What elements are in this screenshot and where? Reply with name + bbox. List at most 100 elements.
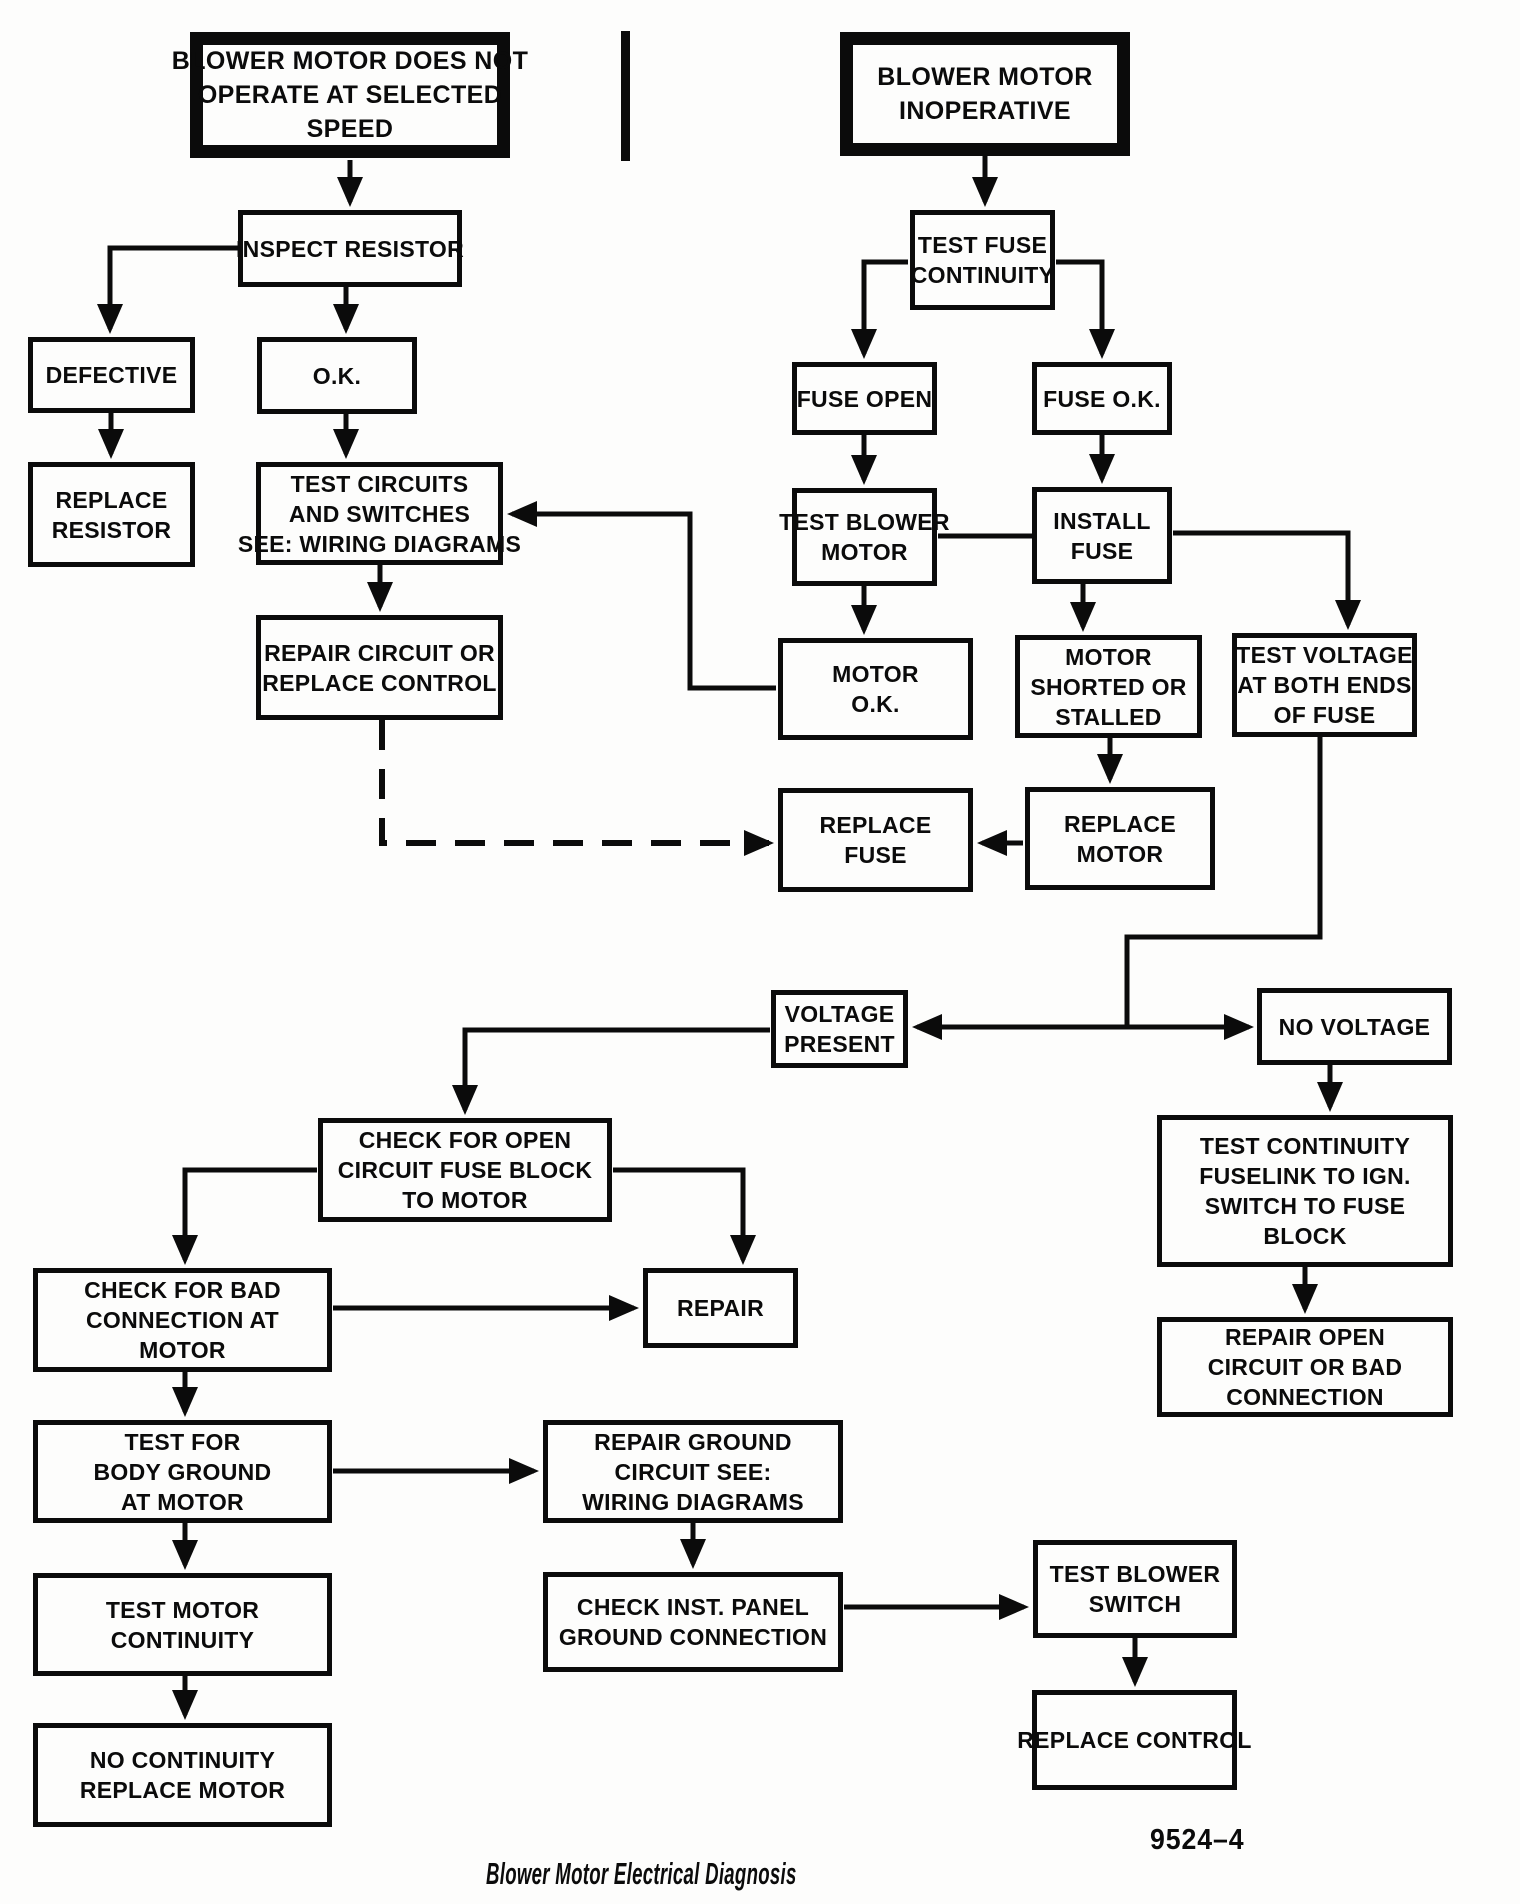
flow-node-label: SPEED	[306, 115, 394, 143]
flow-node-label: O.K.	[851, 691, 900, 717]
flow-node-inspect-resistor: INSPECT RESISTOR	[236, 210, 464, 287]
flow-node-label: REPAIR OPEN	[1224, 1324, 1386, 1350]
flow-edge-test-fuse-to-fuse-ok	[1056, 259, 1115, 359]
flow-node-label: SWITCH	[1088, 1591, 1182, 1617]
flow-node-label: TEST CONTINUITY	[1199, 1133, 1411, 1159]
flow-node-label: FUSE OPEN	[796, 385, 933, 412]
flow-node-motor-shorted: MOTOR SHORTED OR STALLED	[1015, 635, 1202, 738]
flow-node-label: BLOWER MOTOR	[877, 63, 1093, 91]
flow-node-label: REPLACE	[819, 812, 932, 838]
flow-node-label: FUSE O.K.	[1043, 385, 1161, 412]
flow-node-label: PRESENT	[784, 1031, 895, 1057]
flow-node-fuse-open: FUSE OPEN	[792, 362, 937, 435]
flow-node-label: BLOCK	[1263, 1223, 1347, 1249]
flow-node-label: MOTOR	[821, 539, 908, 565]
flow-node-label: FUSE	[1070, 537, 1134, 564]
flow-node-label: REPLACE	[55, 486, 168, 513]
flow-node-label: BLOWER MOTOR DOES NOT	[171, 47, 529, 75]
flow-node-blower-motor-wrong-speed: BLOWER MOTOR DOES NOT OPERATE AT SELECTED…	[172, 32, 528, 158]
flow-node-fuse-ok: FUSE O.K.	[1032, 362, 1172, 435]
flow-node-check-bad-connection: CHECK FOR BAD CONNECTION AT MOTOR	[33, 1268, 332, 1372]
flow-node-test-voltage: TEST VOLTAGE AT BOTH ENDS OF FUSE	[1232, 633, 1417, 737]
flow-node-replace-fuse: REPLACE FUSE	[778, 788, 973, 892]
flow-node-test-continuity-fuselink: TEST CONTINUITY FUSELINK TO IGN. SWITCH TO…	[1157, 1115, 1453, 1267]
flow-node-label: WIRING DIAGRAMS	[582, 1488, 804, 1515]
flow-node-label: OF FUSE	[1273, 702, 1376, 728]
flow-edge-install-fuse-to-test-voltage	[1173, 530, 1361, 630]
flow-edge-inspect-to-defective	[97, 245, 241, 334]
flow-node-test-fuse-continuity: TEST FUSE CONTINUITY	[910, 210, 1055, 310]
flow-node-no-continuity: NO CONTINUITY REPLACE MOTOR	[33, 1723, 332, 1827]
figure-number: 9524–4	[1150, 1824, 1245, 1856]
flow-node-label: FUSE	[844, 842, 907, 868]
flow-node-label: AND SWITCHES	[288, 500, 471, 527]
flow-node-install-fuse: INSTALL FUSE	[1032, 487, 1172, 584]
flow-node-label: TEST MOTOR	[105, 1596, 260, 1623]
flow-node-test-motor-continuity: TEST MOTOR CONTINUITY	[33, 1573, 332, 1676]
flow-node-label: TEST CIRCUITS	[290, 470, 469, 497]
flow-node-label: AT BOTH ENDS	[1237, 672, 1412, 698]
flow-node-label: SHORTED OR	[1030, 673, 1187, 700]
flow-node-label: REPAIR CIRCUIT OR	[264, 639, 495, 666]
flow-node-label: MOTOR	[1065, 643, 1152, 670]
flow-node-label: NO VOLTAGE	[1278, 1013, 1431, 1040]
flow-node-label: OPERATE AT SELECTED	[197, 81, 503, 109]
flow-node-label: REPLACE CONTROL	[1017, 1727, 1252, 1753]
flow-node-label: NO CONTINUITY	[89, 1747, 276, 1773]
flow-node-label: BODY GROUND	[93, 1458, 272, 1485]
figure-caption: Blower Motor Electrical Diagnosis	[486, 1856, 797, 1891]
flow-node-label: CONNECTION	[1226, 1384, 1384, 1410]
flow-node-label: MOTOR	[832, 661, 919, 687]
flow-node-label: AT MOTOR	[121, 1488, 244, 1515]
flow-node-label: CIRCUIT SEE:	[614, 1458, 772, 1485]
flow-node-label: TEST FOR	[124, 1428, 241, 1455]
flow-node-blower-motor-inoperative: BLOWER MOTOR INOPERATIVE	[840, 32, 1130, 156]
flow-node-label: CHECK FOR OPEN	[358, 1127, 572, 1153]
flow-node-label: VOLTAGE	[784, 1001, 895, 1027]
flow-node-label: GROUND CONNECTION	[558, 1624, 828, 1650]
flow-node-label: SEE: WIRING DIAGRAMS	[237, 530, 522, 557]
flow-node-label: FUSELINK TO IGN.	[1199, 1163, 1411, 1189]
flow-node-label: INSTALL	[1053, 507, 1151, 534]
flow-node-label: REPLACE	[1063, 810, 1176, 837]
flow-node-label: CONNECTION AT	[86, 1307, 279, 1333]
flow-node-repair-circuit: REPAIR CIRCUIT OR REPLACE CONTROL	[256, 615, 503, 720]
flow-node-test-body-ground: TEST FOR BODY GROUND AT MOTOR	[33, 1420, 332, 1523]
flow-node-label: INOPERATIVE	[898, 97, 1071, 125]
flow-node-label: SWITCH TO FUSE	[1204, 1193, 1406, 1219]
flow-node-label: REPLACE MOTOR	[79, 1777, 286, 1803]
flow-node-label: TEST BLOWER	[1049, 1561, 1221, 1587]
scan-artifact	[621, 31, 630, 161]
flow-node-label: TEST VOLTAGE	[1236, 642, 1413, 668]
flow-node-no-voltage: NO VOLTAGE	[1257, 988, 1452, 1065]
flow-node-ok: O.K.	[257, 337, 417, 414]
flow-node-replace-resistor: REPLACE RESISTOR	[28, 462, 195, 567]
flow-node-label: STALLED	[1055, 703, 1162, 730]
flow-edge-motor-ok-to-test-circuits	[507, 501, 776, 691]
flow-node-label: CONTINUITY	[910, 262, 1055, 288]
flow-node-label: REPAIR GROUND	[594, 1428, 792, 1455]
flow-node-label: RESISTOR	[51, 516, 172, 543]
flow-node-label: DEFECTIVE	[45, 362, 178, 388]
flow-node-test-blower-switch: TEST BLOWER SWITCH	[1033, 1540, 1237, 1638]
flow-node-test-circuits: TEST CIRCUITS AND SWITCHES SEE: WIRING DIA…	[238, 462, 521, 565]
flow-node-motor-ok: MOTOR O.K.	[778, 638, 973, 740]
flow-node-repair-ground: REPAIR GROUND CIRCUIT SEE: WIRING DIAGRAMS	[543, 1420, 843, 1523]
flow-node-label: MOTOR	[139, 1337, 226, 1363]
flow-node-replace-control: REPLACE CONTROL	[1017, 1690, 1251, 1790]
flow-node-defective: DEFECTIVE	[28, 337, 195, 413]
flow-edge-test-voltage-to-voltage-present	[912, 737, 1323, 1040]
flow-node-label: CIRCUIT OR BAD	[1207, 1354, 1403, 1380]
flow-node-label: O.K.	[312, 362, 362, 389]
flow-node-label: REPLACE CONTROL	[262, 669, 497, 696]
flow-node-label: REPAIR	[677, 1295, 764, 1321]
flow-edge-repair-circuit-to-replace-fuse	[379, 720, 774, 856]
flow-node-label: TEST FUSE	[917, 232, 1048, 258]
flow-node-label: CONTINUITY	[110, 1626, 255, 1653]
flow-edge-test-fuse-to-fuse-open	[851, 259, 908, 359]
flow-node-label: CHECK FOR BAD	[84, 1277, 281, 1303]
